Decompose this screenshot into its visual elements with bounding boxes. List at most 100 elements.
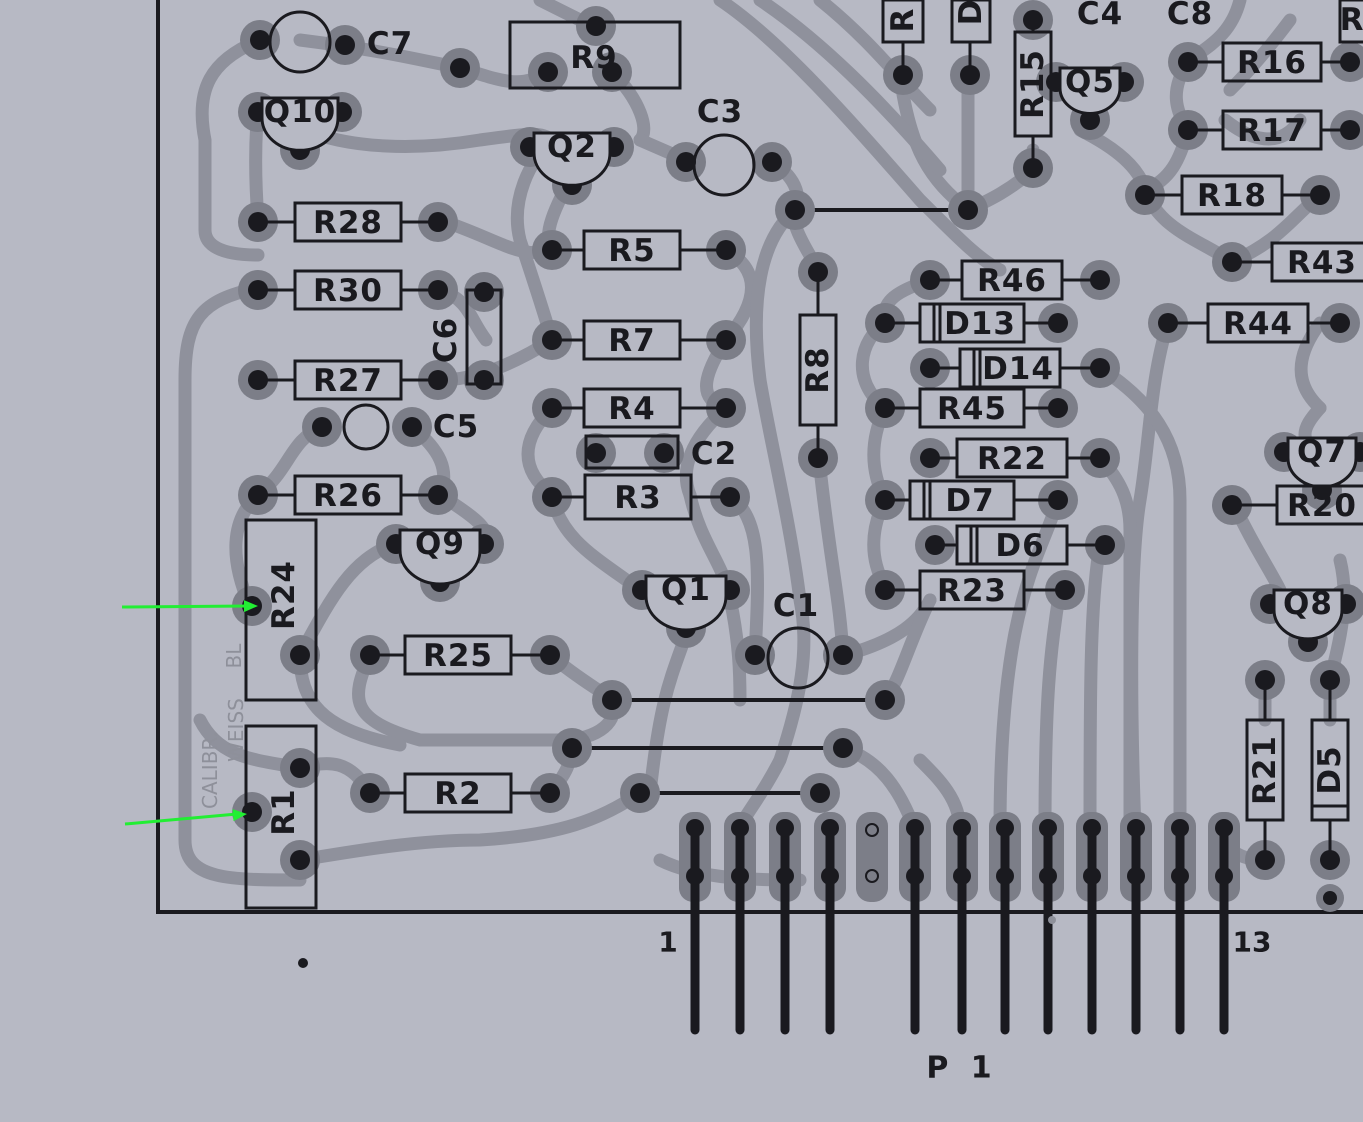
trace <box>178 281 307 887</box>
pin-hole <box>953 819 971 837</box>
pad-hole <box>312 417 332 437</box>
label-r17: R17 <box>1237 113 1307 149</box>
label-q9: Q9 <box>415 526 465 562</box>
connector-pad-empty <box>856 812 888 902</box>
trace <box>352 648 621 747</box>
resistor-r18 <box>1180 174 1284 216</box>
label-r5: R5 <box>608 233 655 269</box>
pad-hole <box>290 758 310 778</box>
resistor-r16 <box>1221 41 1323 83</box>
label-c3: C3 <box>697 94 743 130</box>
label-c8: C8 <box>1167 0 1213 32</box>
capacitor-c5 <box>342 403 390 451</box>
resistor-r5 <box>582 229 682 271</box>
label-q2: Q2 <box>547 129 597 165</box>
arrow-r1-head <box>232 809 247 822</box>
resistor-r21 <box>1245 718 1285 822</box>
trace <box>753 0 947 177</box>
resistor-r26 <box>293 474 403 516</box>
pin-hole <box>731 867 749 885</box>
resistor-r45 <box>918 387 1026 429</box>
resistor-r30 <box>293 269 403 311</box>
label-c7: C7 <box>367 26 413 62</box>
pad-hole <box>474 370 494 390</box>
diode-d13 <box>918 302 1026 344</box>
resistor-r17 <box>1221 109 1323 151</box>
label-r23: R23 <box>937 573 1007 609</box>
label-r2: R2 <box>434 776 481 812</box>
label-d6: D6 <box>995 528 1044 564</box>
label-c1: C1 <box>773 588 819 624</box>
resistor-r23 <box>918 569 1026 611</box>
label-r7: R7 <box>608 323 655 359</box>
pin-hole <box>776 819 794 837</box>
jumper-wires <box>572 208 968 795</box>
diode-d5 <box>1310 718 1350 822</box>
pad-hole <box>290 850 310 870</box>
pin-hole <box>776 867 794 885</box>
pad-hole <box>474 282 494 302</box>
resistor-r20 <box>1275 484 1363 526</box>
label-c4: C4 <box>1077 0 1123 32</box>
pad-hole <box>586 16 606 36</box>
pad-hole <box>875 690 895 710</box>
pad-hole <box>785 200 805 220</box>
label-d7: D7 <box>945 483 994 519</box>
pin-hole <box>1171 819 1189 837</box>
label-r46: R46 <box>977 263 1047 299</box>
pin-hole-open <box>865 823 879 837</box>
label-partial-d: D <box>953 0 989 25</box>
resistor-r46 <box>960 259 1064 301</box>
label-q5: Q5 <box>1065 64 1115 100</box>
pad-hole <box>290 645 310 665</box>
resistor-r3 <box>583 473 693 521</box>
pad-hole <box>1323 891 1337 905</box>
resistor-r44 <box>1206 302 1310 344</box>
pin-hole-open <box>865 869 879 883</box>
capacitor-c1 <box>766 626 830 690</box>
pad-hole <box>958 200 978 220</box>
transistor-q1 <box>644 574 728 632</box>
label-partial-r2: R <box>1340 2 1363 38</box>
pin-number-13: 13 <box>1233 926 1272 959</box>
label-r26: R26 <box>313 478 383 514</box>
trace <box>1218 113 1307 146</box>
label-r4: R4 <box>608 391 655 427</box>
label-d5: D5 <box>1312 745 1348 794</box>
label-r9: R9 <box>570 40 617 76</box>
label-r15: R15 <box>1015 49 1051 119</box>
label-r24: R24 <box>266 560 302 630</box>
label-r27: R27 <box>313 363 383 399</box>
label-r28: R28 <box>313 205 383 241</box>
label-d13: D13 <box>944 306 1016 342</box>
component-bodies <box>244 0 1363 910</box>
pin-hole <box>1127 867 1145 885</box>
connector-label-p1: P 1 <box>926 1051 997 1086</box>
resistor-r27 <box>293 359 403 401</box>
resistor-r22 <box>955 437 1069 479</box>
label-r43: R43 <box>1287 245 1357 281</box>
trace <box>1093 361 1187 837</box>
trace <box>813 0 937 117</box>
diode-d7 <box>908 479 1016 521</box>
transistor-q8 <box>1272 588 1344 641</box>
diode-d6 <box>955 524 1069 566</box>
trace <box>1038 583 1067 837</box>
pin-number-1: 1 <box>658 926 677 959</box>
resistor-r8 <box>798 313 838 427</box>
label-r22: R22 <box>977 441 1047 477</box>
capacitor-c3 <box>692 133 756 197</box>
pad-hole <box>676 152 696 172</box>
trace <box>195 33 267 262</box>
transistor-q2 <box>532 131 612 187</box>
label-c6: C6 <box>428 317 464 363</box>
trace <box>643 628 693 800</box>
resistor-r7 <box>582 319 682 361</box>
pad-hole <box>335 35 355 55</box>
label-r30: R30 <box>313 273 383 309</box>
pin-hole <box>731 819 749 837</box>
silk-calibr: CALIBR. <box>198 731 222 809</box>
